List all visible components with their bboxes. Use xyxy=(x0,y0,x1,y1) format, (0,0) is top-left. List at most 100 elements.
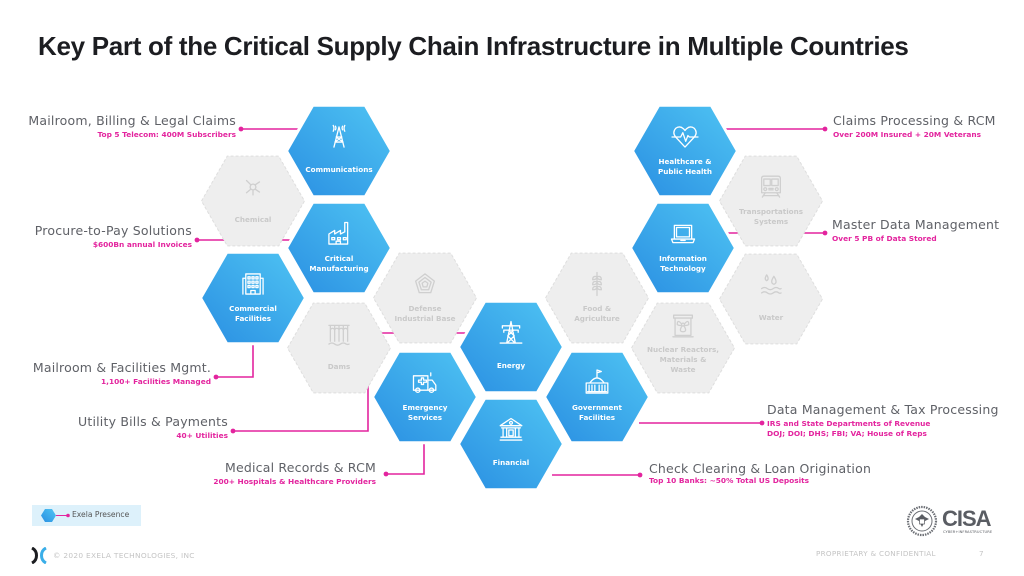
hex-label: Communications xyxy=(305,165,372,174)
callout-mailroom-facilities: Mailroom & Facilities Mgmt. 1,100+ Facil… xyxy=(33,360,211,387)
hex-label: Food & xyxy=(583,304,611,313)
callout-sub: Top 5 Telecom: 400M Subscribers xyxy=(97,130,236,139)
sector-hex-water: Water xyxy=(718,253,824,345)
hex-label: Information xyxy=(659,254,707,263)
pentagon-icon xyxy=(414,273,436,294)
hex-shape xyxy=(718,253,824,345)
hex-label: Waste xyxy=(670,365,695,374)
callout-sub: $600Bn annual Invoices xyxy=(92,240,192,249)
hex-label: Defense xyxy=(408,304,441,313)
connector-dot xyxy=(822,126,828,132)
hex-label: Industrial Base xyxy=(394,314,455,323)
connector-dot xyxy=(213,374,219,380)
hex-label: Transportations xyxy=(739,207,803,216)
callout-heading: Data Management & Tax Processing xyxy=(767,402,999,417)
callout-utility-bills: Utility Bills & Payments 40+ Utilities xyxy=(78,414,228,441)
hex-shape xyxy=(198,250,308,346)
callout-heading: Check Clearing & Loan Origination xyxy=(649,461,872,476)
hex-label: Facilities xyxy=(235,314,271,323)
page-title: Key Part of the Critical Supply Chain In… xyxy=(38,31,909,61)
hex-label: Emergency xyxy=(403,403,448,412)
cisa-logo-subtitle: CYBER+INFRASTRUCTURE xyxy=(943,530,993,534)
footer-copyright: © 2020 EXELA TECHNOLOGIES, INC xyxy=(53,551,195,560)
hex-shape xyxy=(200,155,306,247)
connector-dot xyxy=(637,472,643,478)
power-tower-icon xyxy=(499,320,523,344)
callout-sub: Over 5 PB of Data Stored xyxy=(832,234,937,243)
footer-confidential: PROPRIETARY & CONFIDENTIAL xyxy=(816,549,936,558)
hex-label: Manufacturing xyxy=(309,264,368,273)
hex-shape xyxy=(630,103,740,199)
hex-shape xyxy=(284,103,394,199)
hex-shape xyxy=(628,200,738,296)
callout-check-clearing: Check Clearing & Loan Origination Top 10… xyxy=(649,461,871,486)
hex-shape xyxy=(370,349,480,445)
hex-shape xyxy=(286,302,392,394)
hex-label: Chemical xyxy=(235,215,272,224)
hex-shape xyxy=(456,299,566,395)
sector-hex-communications: Communications xyxy=(284,103,394,199)
hex-shape xyxy=(284,200,394,296)
hex-label: Services xyxy=(408,413,442,422)
molecule-icon xyxy=(245,179,261,196)
cell-tower-icon xyxy=(332,124,346,148)
hex-label: Critical xyxy=(325,254,354,263)
laptop-icon xyxy=(670,224,696,244)
connector-dot xyxy=(759,420,765,426)
callout-sub: 200+ Hospitals & Healthcare Providers xyxy=(213,477,376,486)
callout-sub: IRS and State Departments of Revenue xyxy=(767,419,931,428)
hex-shape xyxy=(630,302,736,394)
callout-medical-records: Medical Records & RCM 200+ Hospitals & H… xyxy=(213,460,376,487)
callout-sub: 1,100+ Facilities Managed xyxy=(101,377,211,386)
nuclear-icon xyxy=(672,314,694,338)
callout-sub: Top 10 Banks: ~50% Total US Deposits xyxy=(649,476,810,485)
callout-sub: Over 200M Insured + 20M Veterans xyxy=(833,130,982,139)
hex-label: Healthcare & xyxy=(658,157,711,166)
hex-label: Energy xyxy=(497,361,526,370)
callout-sub: 40+ Utilities xyxy=(176,431,228,440)
capitol-icon xyxy=(585,369,609,394)
connector-commercial-facilities xyxy=(216,345,254,378)
legend-hex-icon xyxy=(41,509,70,522)
callout-heading: Master Data Management xyxy=(832,217,1000,232)
bank-icon xyxy=(499,417,523,441)
factory-icon xyxy=(328,221,349,245)
train-icon xyxy=(760,175,782,198)
sector-hex-nuclear: Nuclear Reactors,Materials &Waste xyxy=(630,302,736,394)
hex-label: Agriculture xyxy=(574,314,620,323)
hex-shape xyxy=(718,155,824,247)
connector-dot xyxy=(230,428,236,434)
hex-label: Facilities xyxy=(579,413,615,422)
callout-heading: Mailroom, Billing & Legal Claims xyxy=(28,113,236,128)
sector-hex-healthcare: Healthcare &Public Health xyxy=(630,103,740,199)
legend: Exela Presence xyxy=(32,505,141,526)
wheat-icon xyxy=(592,271,602,297)
hex-label: Systems xyxy=(754,217,788,226)
callout-heading: Mailroom & Facilities Mgmt. xyxy=(32,360,211,375)
hex-label: Nuclear Reactors, xyxy=(647,345,719,354)
sector-hex-energy: Energy xyxy=(456,299,566,395)
hex-shape xyxy=(542,349,652,445)
callout-heading: Medical Records & RCM xyxy=(224,460,376,475)
callout-procure-to-pay: Procure-to-Pay Solutions $600Bn annual I… xyxy=(35,223,192,250)
hex-label: Materials & xyxy=(660,355,707,364)
callout-heading: Procure-to-Pay Solutions xyxy=(34,223,192,238)
sector-hex-chemical: Chemical xyxy=(200,155,306,247)
ambulance-icon xyxy=(412,372,437,393)
hex-shape xyxy=(456,396,566,492)
dam-icon xyxy=(328,324,350,346)
sector-hex-financial: Financial xyxy=(456,396,566,492)
callout-heading: Utility Bills & Payments xyxy=(78,414,228,429)
heart-pulse-icon xyxy=(671,126,699,148)
hex-shape xyxy=(372,252,478,344)
hex-label: Public Health xyxy=(658,167,712,176)
connector-dot xyxy=(822,230,828,236)
water-drops-icon xyxy=(760,274,782,295)
office-building-icon xyxy=(242,273,264,295)
